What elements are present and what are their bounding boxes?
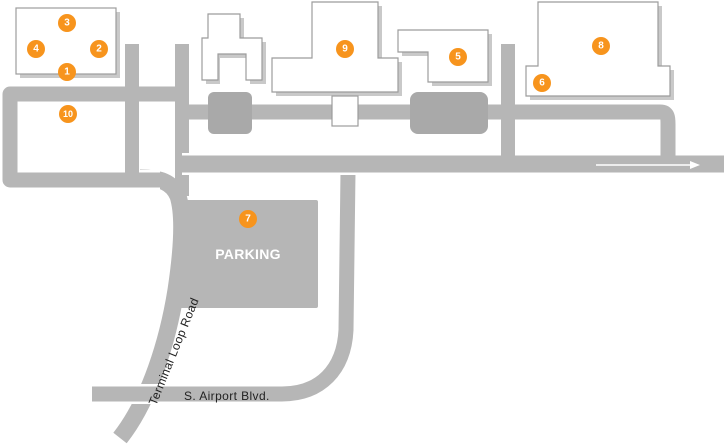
marker-4[interactable]: 4 bbox=[27, 40, 45, 58]
marker-6-label: 6 bbox=[539, 78, 545, 89]
airport-blvd-label: S. Airport Blvd. bbox=[184, 389, 270, 403]
marker-4-label: 4 bbox=[33, 44, 39, 55]
s-airport-blvd[interactable] bbox=[92, 171, 356, 402]
marker-5-label: 5 bbox=[455, 52, 461, 63]
left-loop-road[interactable] bbox=[2, 86, 182, 188]
marker-8[interactable]: 8 bbox=[592, 37, 610, 55]
marker-6-circle bbox=[533, 74, 551, 92]
marker-5[interactable]: 5 bbox=[449, 48, 467, 66]
marker-5-circle bbox=[449, 48, 467, 66]
marker-1[interactable]: 1 bbox=[58, 63, 76, 81]
building-9-annex[interactable] bbox=[331, 95, 359, 127]
marker-8-label: 8 bbox=[598, 41, 604, 52]
marker-2-label: 2 bbox=[96, 44, 102, 55]
marker-9-circle bbox=[336, 40, 354, 58]
marker-1-label: 1 bbox=[64, 67, 70, 78]
marker-10-label: 10 bbox=[63, 109, 73, 119]
marker-2-circle bbox=[90, 40, 108, 58]
marker-6[interactable]: 6 bbox=[533, 74, 551, 92]
marker-7-label: 7 bbox=[245, 214, 251, 225]
parking-area bbox=[178, 200, 318, 308]
marker-3-label: 3 bbox=[64, 18, 70, 29]
curbside-road[interactable] bbox=[182, 104, 676, 164]
right-arrow-icon bbox=[596, 161, 700, 169]
marker-10-circle bbox=[59, 105, 77, 123]
marker-7-circle bbox=[239, 210, 257, 228]
marker-4-circle bbox=[27, 40, 45, 58]
left-loop-edge bbox=[0, 84, 182, 190]
marker-7[interactable]: 7 bbox=[239, 210, 257, 228]
building-9[interactable] bbox=[271, 1, 399, 93]
plaza-left bbox=[208, 92, 252, 134]
building-u[interactable] bbox=[201, 13, 263, 81]
plaza-right bbox=[410, 92, 488, 134]
building-5[interactable] bbox=[397, 29, 489, 83]
marker-8-circle bbox=[592, 37, 610, 55]
parking-label: PARKING bbox=[215, 246, 281, 262]
marker-1-circle bbox=[58, 63, 76, 81]
marker-2[interactable]: 2 bbox=[90, 40, 108, 58]
marker-9-label: 9 bbox=[342, 44, 348, 55]
location-markers: 3 4 2 1 10 9 5 8 bbox=[27, 14, 610, 228]
marker-9[interactable]: 9 bbox=[336, 40, 354, 58]
marker-3-circle bbox=[58, 14, 76, 32]
road-network bbox=[0, 44, 724, 445]
marker-10[interactable]: 10 bbox=[59, 105, 77, 123]
parking-lot[interactable]: PARKING bbox=[178, 200, 318, 308]
marker-3[interactable]: 3 bbox=[58, 14, 76, 32]
